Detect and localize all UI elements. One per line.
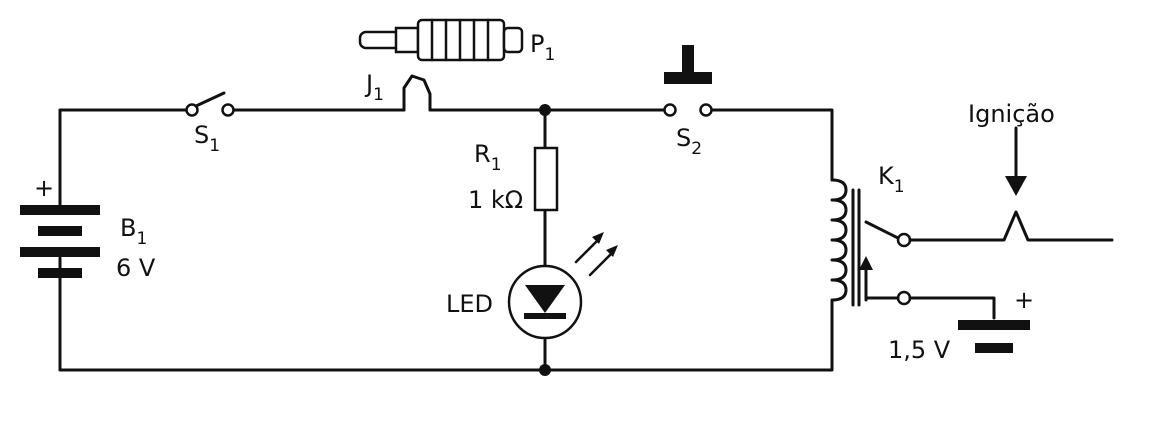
resistor-r1-value: 1 kΩ: [468, 186, 523, 214]
relay-k1: K1: [830, 162, 912, 307]
pushbutton-s2: S2: [663, 45, 713, 159]
switch-s1-index: 1: [209, 136, 220, 156]
svg-text:S1: S1: [194, 121, 220, 156]
battery-b1-voltage: 6 V: [116, 254, 156, 282]
resistor-r1: R1 1 kΩ: [468, 140, 559, 214]
resistor-r1-name: R: [474, 140, 491, 168]
junction-bottom: [539, 364, 551, 376]
battery-aux: + 1,5 V: [888, 286, 1034, 364]
battery-b1-name: B: [120, 214, 136, 242]
wires: [58, 108, 834, 372]
svg-text:S2: S2: [676, 124, 702, 159]
plug-p1-name: P: [530, 30, 544, 58]
light-emission-arrows-icon: [574, 232, 618, 277]
pushbutton-s2-index: 2: [691, 139, 702, 159]
battery-aux-voltage: 1,5 V: [888, 336, 951, 364]
armature-arrow-icon: [859, 256, 873, 302]
ignition-line: Ignição: [908, 100, 1114, 242]
resistor-r1-index: 1: [491, 155, 502, 175]
pushbutton-s2-name: S: [676, 124, 691, 152]
ignition-arrow-icon: [1005, 176, 1027, 196]
relay-k1-index: 1: [894, 177, 905, 197]
led: LED: [446, 232, 618, 340]
switch-s1: S1: [185, 91, 235, 156]
jack-j1-index: 1: [373, 85, 384, 105]
jack-j1: J1: [364, 70, 432, 112]
svg-text:R1: R1: [474, 140, 502, 175]
svg-text:P1: P1: [530, 30, 555, 65]
plug-p1-index: 1: [544, 45, 555, 65]
plug-p1-icon: P1: [358, 18, 555, 65]
svg-text:J1: J1: [364, 70, 384, 105]
svg-text:K1: K1: [878, 162, 905, 197]
battery-b1-plus: +: [34, 174, 54, 202]
switch-s1-name: S: [194, 121, 209, 149]
ignition-label: Ignição: [968, 100, 1055, 128]
svg-text:B1: B1: [120, 214, 147, 249]
battery-aux-plus: +: [1014, 286, 1034, 314]
jack-j1-name: J: [364, 70, 373, 98]
relay-k1-name: K: [878, 162, 895, 190]
junction-top: [539, 104, 551, 116]
battery-b1-index: 1: [136, 229, 147, 249]
led-label: LED: [446, 290, 493, 318]
battery-b1: + B1 6 V: [20, 174, 156, 282]
